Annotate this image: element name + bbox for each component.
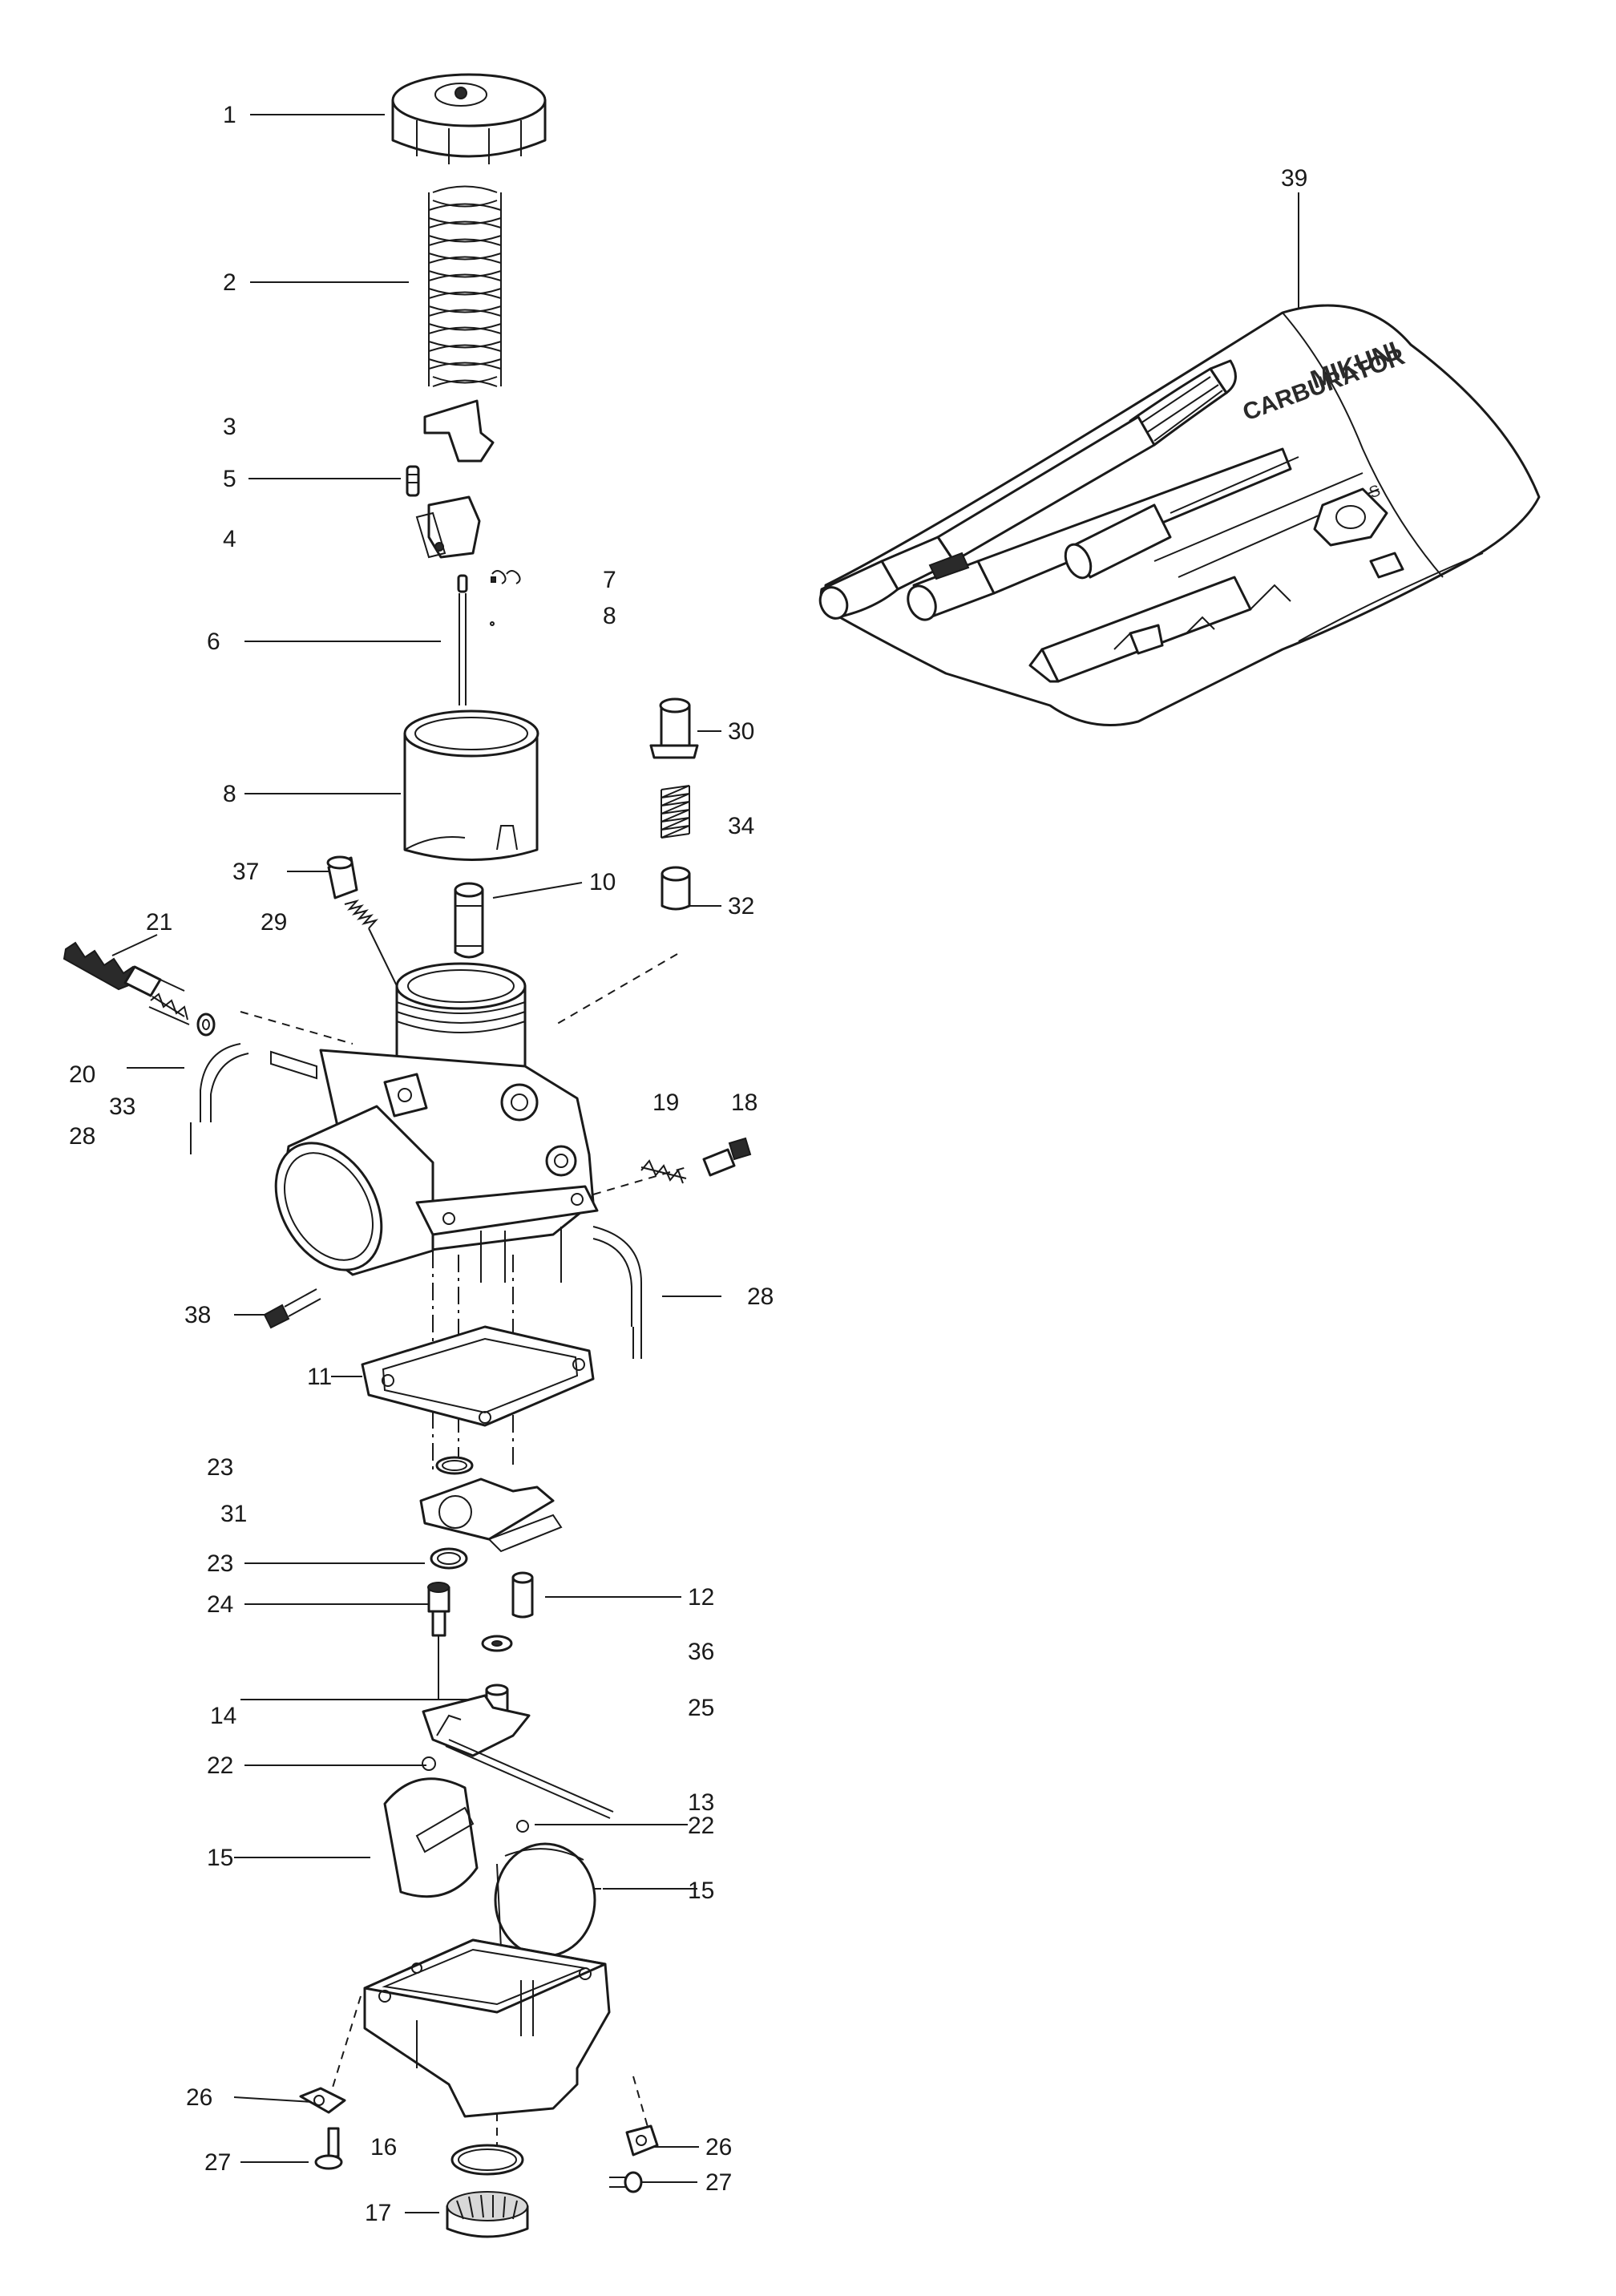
callout-26-left: 26 xyxy=(186,2084,212,2111)
pilot-cap xyxy=(326,855,358,899)
throttle-slide xyxy=(403,709,539,861)
callout-22-right: 22 xyxy=(688,1813,714,1839)
callout-23-lower: 23 xyxy=(207,1550,233,1577)
carburetor-body xyxy=(270,962,599,1283)
float-left xyxy=(383,1777,479,1898)
callout-34: 34 xyxy=(728,813,754,839)
callout-15-right: 15 xyxy=(688,1878,714,1904)
callout-28-left: 28 xyxy=(69,1123,95,1150)
screw-left xyxy=(314,2127,343,2170)
needle-holder xyxy=(415,495,481,559)
callout-10: 10 xyxy=(589,869,616,895)
callout-27-left: 27 xyxy=(204,2149,231,2176)
callout-26-right: 26 xyxy=(705,2134,732,2161)
callout-4: 4 xyxy=(223,526,236,552)
callout-18: 18 xyxy=(731,1089,758,1116)
callout-27-right: 27 xyxy=(705,2169,732,2196)
needle-jet xyxy=(454,882,484,959)
callout-14: 14 xyxy=(210,1703,236,1729)
callout-19: 19 xyxy=(652,1089,679,1116)
main-jet-washer xyxy=(481,1635,513,1652)
callout-8-lower: 8 xyxy=(223,781,236,807)
callout-17: 17 xyxy=(365,2200,391,2226)
throttle-spring xyxy=(428,185,502,387)
callout-39: 39 xyxy=(1281,165,1307,192)
pilot-jet xyxy=(511,1571,534,1619)
needle-clip xyxy=(491,570,521,584)
float-ring-right xyxy=(516,1820,529,1833)
clamp-right xyxy=(625,2124,659,2157)
callout-labels: 1 2 3 5 4 7 8 6 8 30 34 37 10 29 32 21 2… xyxy=(69,102,1307,2226)
tool-wrenches xyxy=(1028,487,1404,683)
screw-right xyxy=(609,2171,643,2193)
vent-hose-right xyxy=(592,1226,642,1327)
callout-28-right: 28 xyxy=(747,1283,774,1310)
callout-37: 37 xyxy=(232,859,259,885)
idle-screw xyxy=(702,1137,752,1177)
callout-12: 12 xyxy=(688,1584,714,1611)
idle-spring xyxy=(640,1159,687,1184)
callout-25: 25 xyxy=(688,1695,714,1721)
float-chamber-gasket xyxy=(361,1325,595,1427)
callout-32: 32 xyxy=(728,893,754,920)
starter-nut xyxy=(661,866,691,911)
body-screw xyxy=(263,1288,321,1329)
callout-22-left: 22 xyxy=(207,1752,233,1779)
o-ring-upper xyxy=(435,1456,474,1475)
float-right xyxy=(494,1842,596,1958)
leader-lines xyxy=(111,114,1299,2213)
callout-1: 1 xyxy=(223,102,236,128)
pilot-air-screw xyxy=(344,899,402,995)
needle-valve xyxy=(427,1582,450,1700)
tool-screwdriver-large xyxy=(880,359,1237,591)
callout-30: 30 xyxy=(728,718,754,745)
callout-36: 36 xyxy=(688,1639,714,1665)
callout-33: 33 xyxy=(109,1093,135,1120)
tool-screwdriver-small xyxy=(818,560,899,620)
washer-small xyxy=(490,621,495,626)
callout-29: 29 xyxy=(261,909,287,936)
callout-23-upper: 23 xyxy=(207,1454,233,1481)
carburetor-cap xyxy=(391,73,547,164)
stop-screw-o-ring xyxy=(196,1013,216,1037)
callout-3: 3 xyxy=(223,414,236,440)
callout-5: 5 xyxy=(223,466,236,492)
callout-8-upper: 8 xyxy=(603,603,616,629)
bowl-o-ring xyxy=(450,2144,524,2176)
float-arm xyxy=(422,1694,531,1757)
float-pin xyxy=(445,1739,614,1819)
o-ring-lower xyxy=(430,1547,468,1570)
callout-13: 13 xyxy=(688,1789,714,1816)
callout-31: 31 xyxy=(220,1501,247,1527)
vent-hose-left xyxy=(200,1043,249,1122)
callout-38: 38 xyxy=(184,1302,211,1328)
starter-spring xyxy=(661,785,690,839)
baffle-plate xyxy=(419,1477,563,1553)
callout-24: 24 xyxy=(207,1591,233,1618)
callout-11: 11 xyxy=(307,1364,332,1390)
callout-21: 21 xyxy=(146,909,172,936)
callout-16: 16 xyxy=(370,2134,397,2161)
stop-screw-spring xyxy=(148,992,190,1025)
drain-plug xyxy=(446,2191,529,2238)
callout-2: 2 xyxy=(223,269,236,296)
clamp-left xyxy=(299,2087,346,2114)
retainer-screw xyxy=(406,465,420,497)
throttle-stop-screw xyxy=(63,941,185,997)
callout-7: 7 xyxy=(603,567,616,593)
float-bowl xyxy=(363,1938,611,2118)
starter-plunger xyxy=(649,697,699,759)
callout-6: 6 xyxy=(207,629,220,655)
jet-needle xyxy=(457,574,468,705)
callout-20: 20 xyxy=(69,1061,95,1088)
float-ring-left xyxy=(422,1756,436,1771)
callout-15-left: 15 xyxy=(207,1845,233,1871)
tool-handles-group xyxy=(907,447,1380,621)
needle-retainer-plate xyxy=(423,399,495,463)
